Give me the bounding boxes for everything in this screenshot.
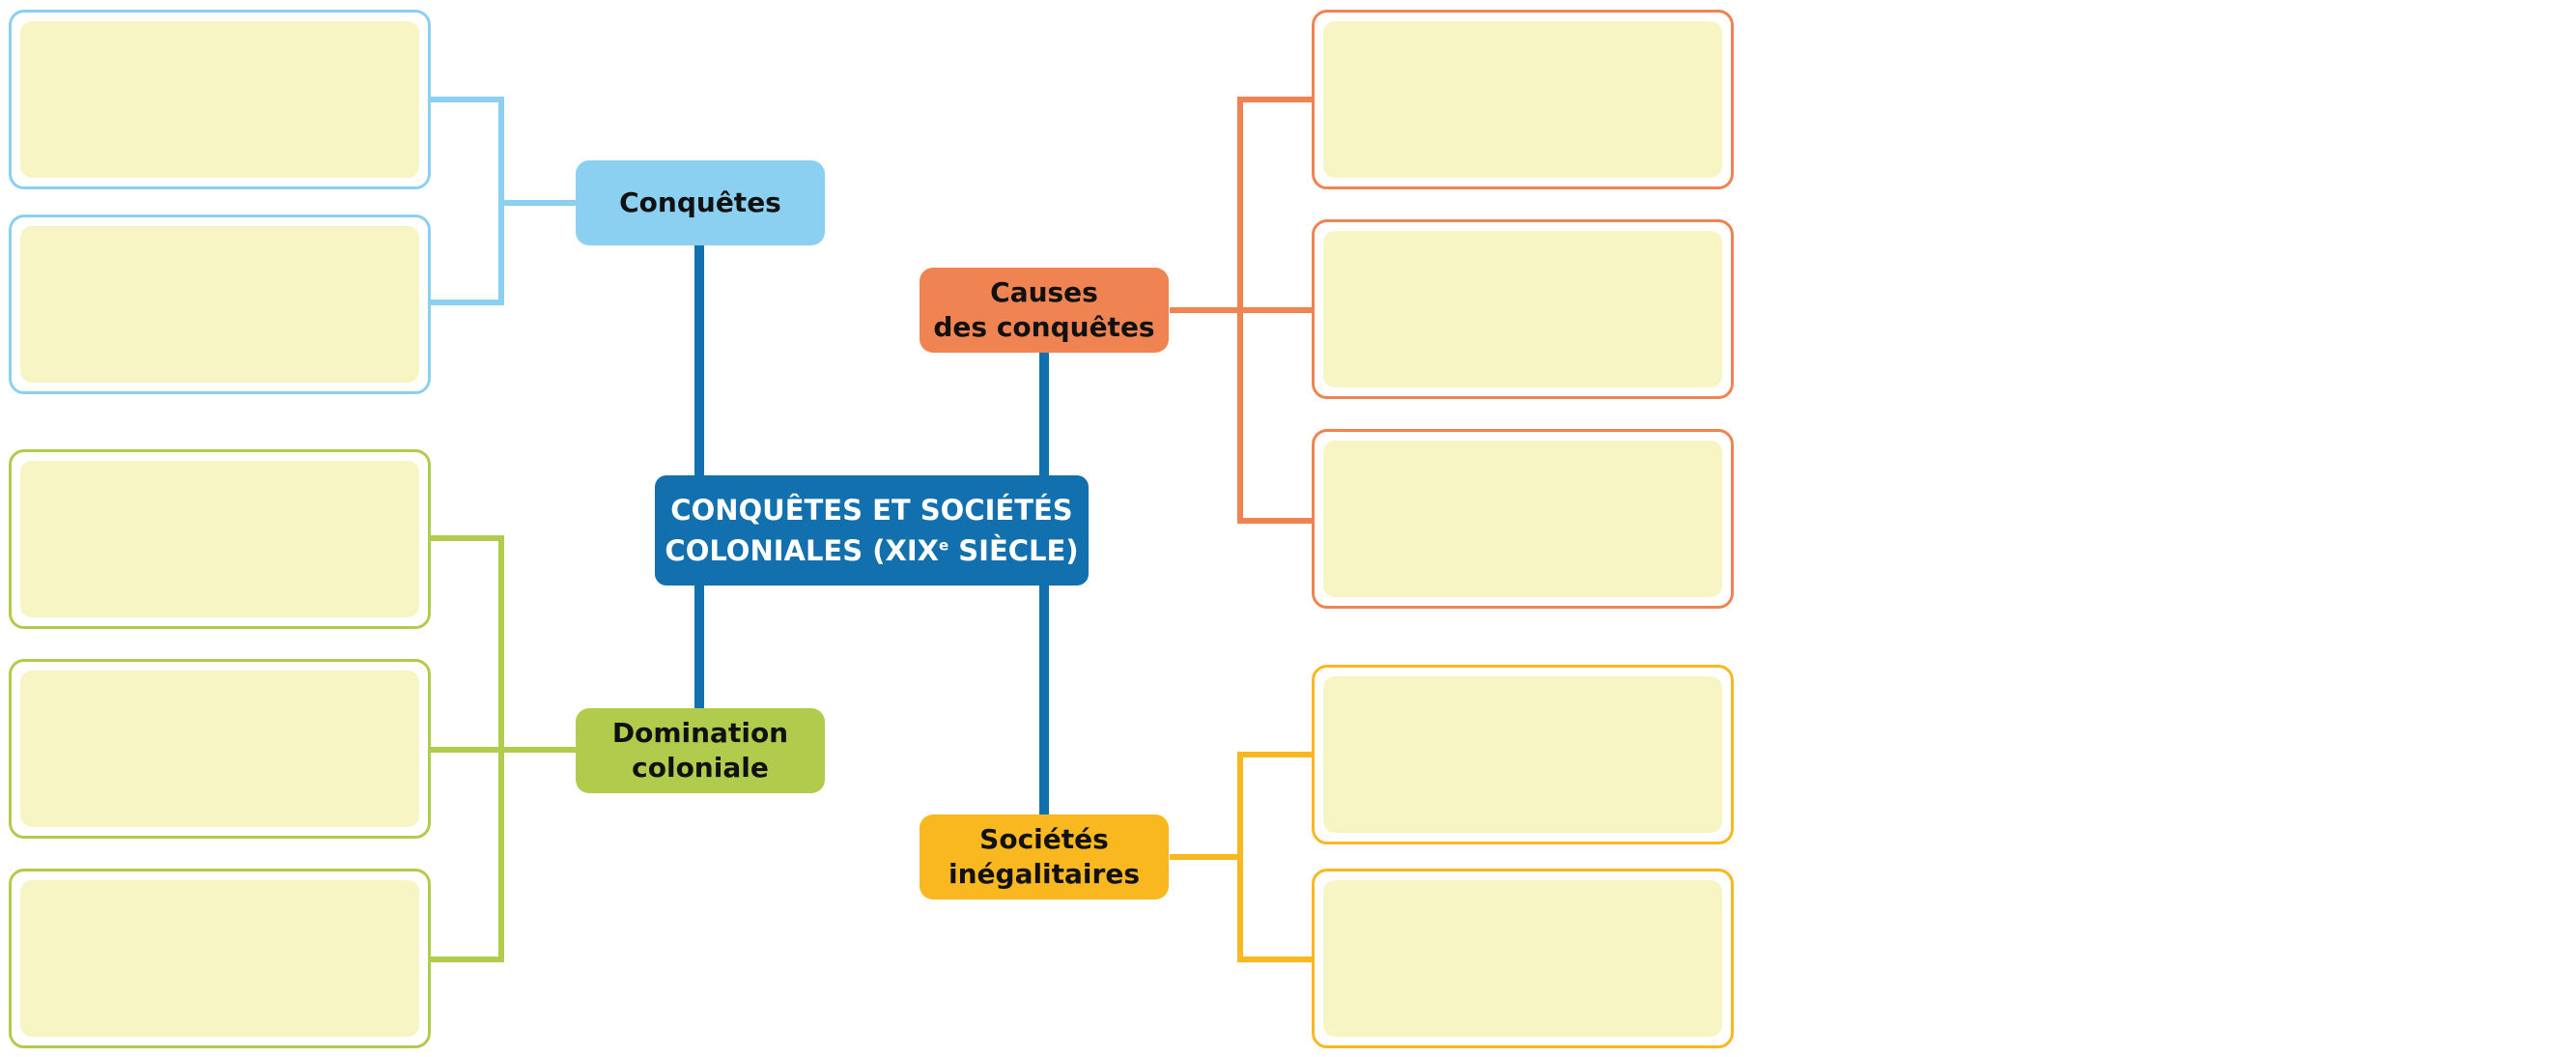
answer-fill — [1323, 676, 1722, 833]
answer-fill — [1323, 21, 1722, 178]
category-node-societes-inegalitaires: Sociétés inégalitaires — [920, 814, 1169, 900]
central-topic-node: CONQUÊTES ET SOCIÉTÉS COLONIALES (XIXe S… — [655, 475, 1089, 586]
answer-fill — [20, 226, 419, 383]
answer-box-domination-2[interactable] — [9, 659, 431, 839]
answer-fill — [20, 461, 419, 617]
answer-fill — [1323, 231, 1722, 387]
answer-box-societes-1[interactable] — [1312, 665, 1734, 844]
answer-box-conquetes-1[interactable] — [9, 10, 431, 189]
category-node-conquetes: Conquêtes — [576, 160, 825, 245]
answer-fill — [20, 671, 419, 827]
answer-fill — [1323, 880, 1722, 1037]
answer-box-causes-2[interactable] — [1312, 219, 1734, 399]
branch-causes — [1170, 97, 1316, 524]
answer-fill — [20, 880, 419, 1037]
branch-societes — [1170, 752, 1316, 962]
branch-domination — [431, 535, 576, 962]
category-node-causes-des-conquetes: Causes des conquêtes — [920, 268, 1169, 353]
answer-box-conquetes-2[interactable] — [9, 214, 431, 394]
central-topic-superscript: e — [938, 536, 949, 555]
central-topic-line-2: COLONIALES (XIXe SIÈCLE) — [665, 534, 1079, 567]
category-node-domination-coloniale: Domination coloniale — [576, 708, 825, 793]
branch-conquetes — [431, 97, 576, 305]
answer-fill — [1323, 441, 1722, 597]
answer-box-societes-2[interactable] — [1312, 869, 1734, 1048]
answer-box-domination-1[interactable] — [9, 449, 431, 629]
answer-box-causes-3[interactable] — [1312, 429, 1734, 609]
central-topic-line-1: CONQUÊTES ET SOCIÉTÉS — [670, 493, 1073, 527]
answer-box-domination-3[interactable] — [9, 869, 431, 1048]
answer-fill — [20, 21, 419, 178]
answer-box-causes-1[interactable] — [1312, 10, 1734, 189]
